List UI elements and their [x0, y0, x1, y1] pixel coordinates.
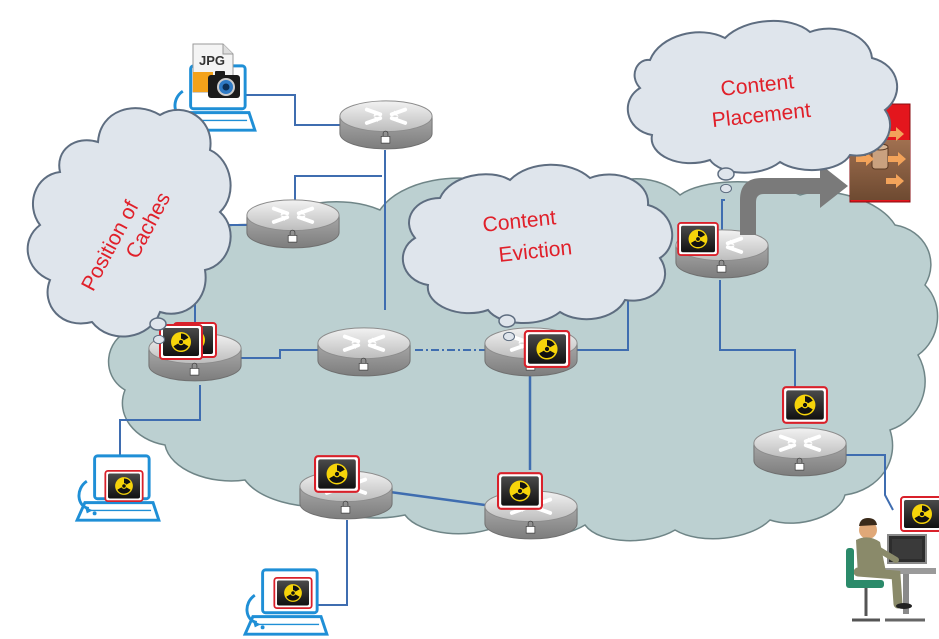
- cache-bottom-left: [314, 455, 360, 493]
- thought-cloud-position-of-caches: Position of Caches: [26, 107, 232, 345]
- thought-cloud-content-placement: Content Placement: [626, 20, 899, 194]
- cache-top-right: [677, 222, 719, 256]
- link-bottom-left-laptop: [310, 520, 348, 606]
- link-left-laptop: [119, 385, 201, 455]
- network-links: [119, 94, 894, 606]
- user-at-computer-icon: [846, 518, 936, 622]
- cache-laptop-left: [104, 470, 144, 502]
- laptop-left: [75, 454, 161, 522]
- laptop-bottom: [243, 568, 329, 636]
- thought-cloud-content-eviction: Content Eviction: [401, 163, 674, 342]
- jpg-file-label: JPG: [199, 53, 225, 68]
- link-top-right: [721, 199, 725, 235]
- router-top: [338, 98, 434, 151]
- link-right-down: [719, 280, 796, 420]
- link-file-router: [245, 94, 345, 126]
- jpg-file-icon: JPG: [192, 43, 240, 98]
- cache-laptop-bottom: [273, 577, 313, 609]
- link-bottom: [389, 490, 486, 507]
- link-right-user: [845, 454, 894, 511]
- cache-right: [782, 386, 828, 424]
- cache-user: [900, 496, 939, 532]
- router-center: [316, 325, 412, 378]
- link-left-mid: [240, 349, 320, 359]
- cache-left: [158, 324, 204, 360]
- cache-bottom-right: [497, 472, 543, 510]
- router-upper-left: [245, 197, 341, 250]
- cache-center-right: [523, 330, 571, 368]
- content-placement-arrow: [740, 164, 848, 235]
- router-right: [752, 425, 848, 478]
- camera-icon: [208, 71, 240, 98]
